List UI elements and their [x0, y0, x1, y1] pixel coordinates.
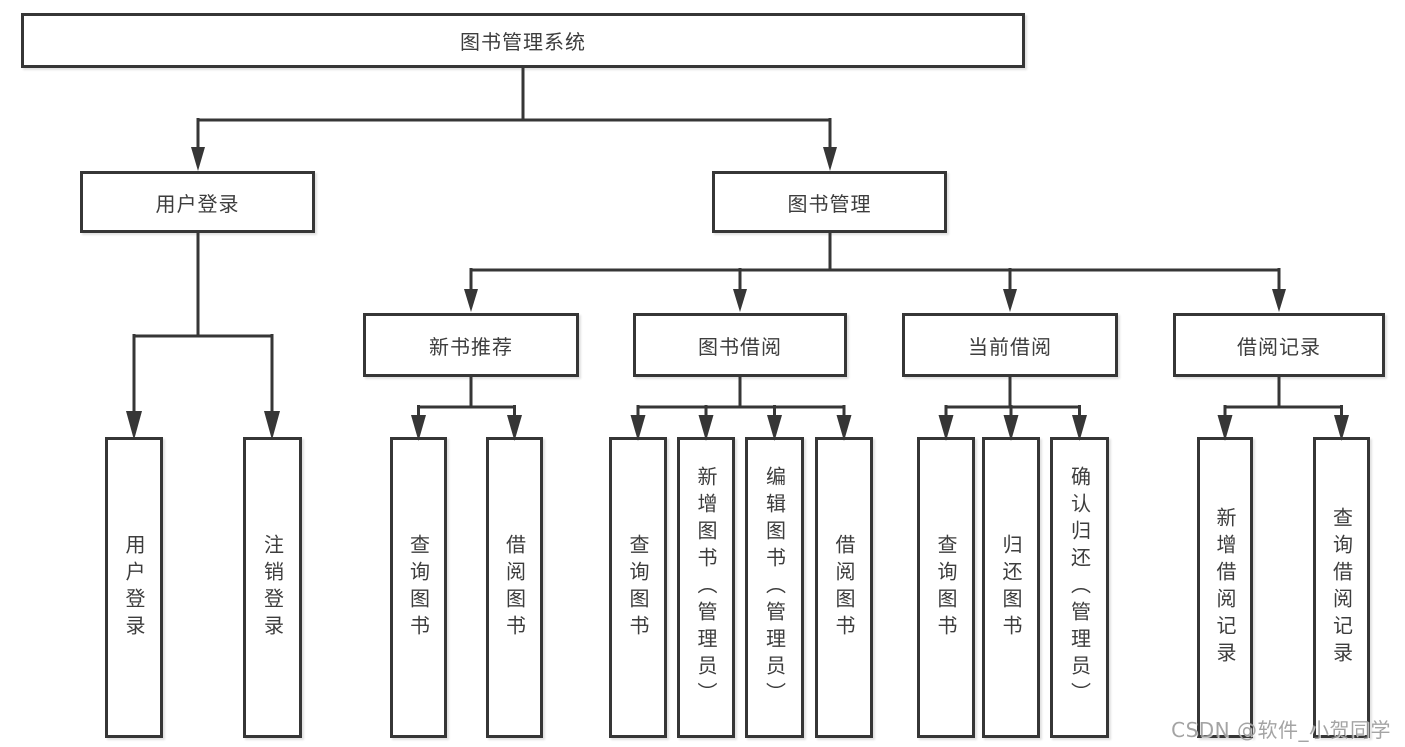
node-current-borrowing: 当前借阅 [902, 313, 1118, 377]
node-new-book-recommendation: 新书推荐 [363, 313, 579, 377]
leaf-query-books-borrowing: 查询图书 [609, 437, 667, 738]
leaf-user-login: 用户登录 [105, 437, 163, 738]
node-user-login: 用户登录 [80, 171, 315, 233]
node-borrowing-records: 借阅记录 [1173, 313, 1385, 377]
leaf-borrow-books-recommend: 借阅图书 [486, 437, 543, 738]
node-book-borrowing: 图书借阅 [633, 313, 847, 377]
leaf-add-book-admin: 新增图书（管理员） [677, 437, 735, 738]
leaf-return-book: 归还图书 [982, 437, 1040, 738]
leaf-borrow-books-borrowing: 借阅图书 [815, 437, 873, 738]
leaf-query-borrow-record: 查询借阅记录 [1313, 437, 1370, 738]
leaf-edit-book-admin: 编辑图书（管理员） [745, 437, 804, 738]
node-book-management: 图书管理 [712, 171, 947, 233]
leaf-query-books-recommend: 查询图书 [390, 437, 447, 738]
leaf-confirm-return-admin: 确认归还（管理员） [1050, 437, 1109, 738]
leaf-add-borrow-record: 新增借阅记录 [1197, 437, 1253, 738]
node-root-system: 图书管理系统 [21, 13, 1025, 68]
leaf-query-books-current: 查询图书 [917, 437, 975, 738]
leaf-logout-login: 注销登录 [243, 437, 302, 738]
csdn-watermark: CSDN @软件_小贺同学 [1171, 718, 1391, 742]
